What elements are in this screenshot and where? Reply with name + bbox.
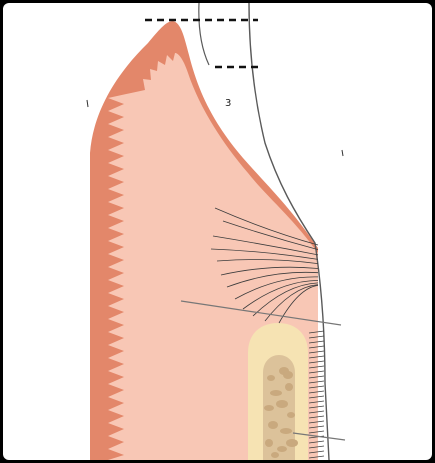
trabecula-spot — [271, 452, 279, 458]
trabecula-spot — [276, 400, 288, 408]
trabecula-spot — [265, 439, 273, 447]
right-tick — [342, 150, 343, 156]
trabecula-spot — [283, 371, 293, 379]
trabecula-spot — [280, 428, 292, 434]
trabecula-spot — [267, 375, 275, 381]
trabecula-spot — [268, 421, 278, 429]
tooth-surface-line-inner — [199, 3, 209, 65]
marker-label: 3 — [225, 98, 231, 109]
trabecula-spot — [270, 390, 282, 396]
left-tick — [87, 100, 88, 107]
trabecula-spot — [264, 405, 274, 411]
trabecula-spot — [285, 383, 293, 391]
trabecula-spot — [286, 439, 298, 447]
diagram-canvas: 3 — [3, 3, 432, 460]
trabecula-spot — [277, 446, 287, 452]
trabecula-spot — [287, 412, 295, 418]
gingiva-cross-section-diagram: 3 — [3, 3, 432, 460]
